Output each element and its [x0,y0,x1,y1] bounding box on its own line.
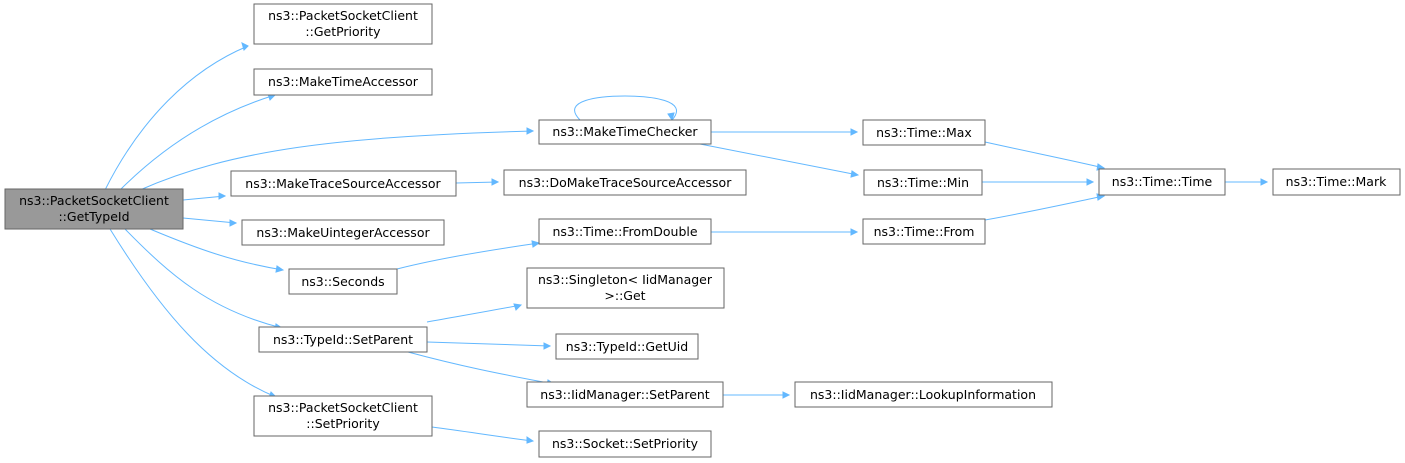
node-label-line-2: ::GetPriority [305,24,381,39]
edge-make-time-checker-to-time-min [699,143,860,178]
edge-time-time-to-time-mark [1225,178,1269,186]
node-time-time[interactable]: ns3::Time::Time [1098,168,1226,196]
edge-root-to-get-priority [104,42,249,191]
node-label: ns3::Time::From [874,224,975,239]
edge-make-time-checker-self [574,95,677,122]
edge-time-from-to-time-time [984,193,1106,221]
node-iidmanager-lookupinformation[interactable]: ns3::IidManager::LookupInformation [794,381,1053,408]
node-domaketracesourceaccessor[interactable]: ns3::DoMakeTraceSourceAccessor [503,169,747,196]
node-layer: ns3::PacketSocketClient ::GetTypeId ns3:… [4,3,1401,458]
node-label: ns3::Time::FromDouble [552,224,697,239]
node-packetsocketclient-gettypeid[interactable]: ns3::PacketSocketClient ::GetTypeId [4,188,184,230]
node-time-fromdouble[interactable]: ns3::Time::FromDouble [538,218,712,245]
node-time-max[interactable]: ns3::Time::Max [862,119,986,146]
node-label: ns3::Time::Time [1112,174,1213,189]
node-time-mark[interactable]: ns3::Time::Mark [1272,168,1401,196]
node-packetsocketclient-getpriority[interactable]: ns3::PacketSocketClient ::GetPriority [253,3,433,45]
edge-make-trace-source-accessor-to-do-make [455,178,500,186]
node-label: ns3::MakeTimeChecker [552,124,698,139]
node-packetsocketclient-setpriority[interactable]: ns3::PacketSocketClient ::SetPriority [253,395,433,437]
node-label: ns3::TypeId::SetParent [273,332,413,347]
node-label: ns3::IidManager::SetParent [540,387,710,402]
node-label: ns3::Seconds [301,274,384,289]
edge-root-to-make-time-checker [139,127,535,191]
node-label: ns3::DoMakeTraceSourceAccessor [519,175,733,190]
node-label: ns3::IidManager::LookupInformation [810,387,1036,402]
edge-root-to-set-priority [109,228,278,399]
node-maketimechecker[interactable]: ns3::MakeTimeChecker [538,119,712,145]
node-label: ns3::TypeId::GetUid [566,339,688,354]
edge-time-min-to-time-time [982,178,1095,186]
node-makeuintegeraccessor[interactable]: ns3::MakeUintegerAccessor [241,219,445,246]
node-label: ns3::Time::Max [876,125,972,140]
node-typeid-setparent[interactable]: ns3::TypeId::SetParent [258,326,428,353]
node-time-from[interactable]: ns3::Time::From [862,218,986,245]
edge-layer [104,42,1269,444]
node-socket-setpriority[interactable]: ns3::Socket::SetPriority [538,430,712,458]
edge-root-to-make-trace-source-accessor [182,192,227,201]
edge-time-max-to-time-time [984,141,1106,171]
node-seconds[interactable]: ns3::Seconds [288,268,398,295]
node-label-line-2: ::SetPriority [306,416,380,431]
node-time-min[interactable]: ns3::Time::Min [863,169,983,196]
edge-make-time-checker-to-time-max [711,128,859,136]
node-label-line-1: ns3::PacketSocketClient [268,8,418,23]
node-typeid-getuid[interactable]: ns3::TypeId::GetUid [555,333,699,360]
node-label-line-1: ns3::PacketSocketClient [19,193,169,208]
node-singleton-iidmanager-get[interactable]: ns3::Singleton< IidManager >::Get [526,267,725,309]
node-label: ns3::Time::Mark [1286,174,1387,189]
node-label: ns3::MakeUintegerAccessor [256,225,430,240]
node-label-line-1: ns3::Singleton< IidManager [538,272,713,287]
node-label: ns3::MakeTraceSourceAccessor [245,176,441,191]
edge-root-to-seconds [149,228,285,273]
edge-root-to-make-uinteger-accessor [182,217,238,227]
node-label: ns3::MakeTimeAccessor [268,74,419,89]
edge-typeid-set-parent-to-typeid-get-uid [426,341,552,350]
node-label-line-1: ns3::PacketSocketClient [268,400,418,415]
edge-time-from-double-to-time-from [711,228,859,236]
node-iidmanager-setparent[interactable]: ns3::IidManager::SetParent [526,381,724,408]
edge-seconds-to-time-from-double [396,240,541,270]
edge-typeid-set-parent-to-iidmanager-set-parent [407,351,556,387]
edge-set-priority-to-socket-set-priority [431,426,535,444]
node-label-line-2: ::GetTypeId [58,209,129,224]
node-label: ns3::Socket::SetPriority [552,436,699,451]
edge-typeid-set-parent-to-singleton-get [426,303,523,323]
node-maketracesourceaccessor[interactable]: ns3::MakeTraceSourceAccessor [230,170,457,197]
node-label: ns3::Time::Min [877,175,969,190]
edge-iidmanager-set-parent-to-lookup [723,391,791,399]
node-maketimeaccessor[interactable]: ns3::MakeTimeAccessor [253,68,433,96]
node-label-line-2: >::Get [604,288,645,303]
